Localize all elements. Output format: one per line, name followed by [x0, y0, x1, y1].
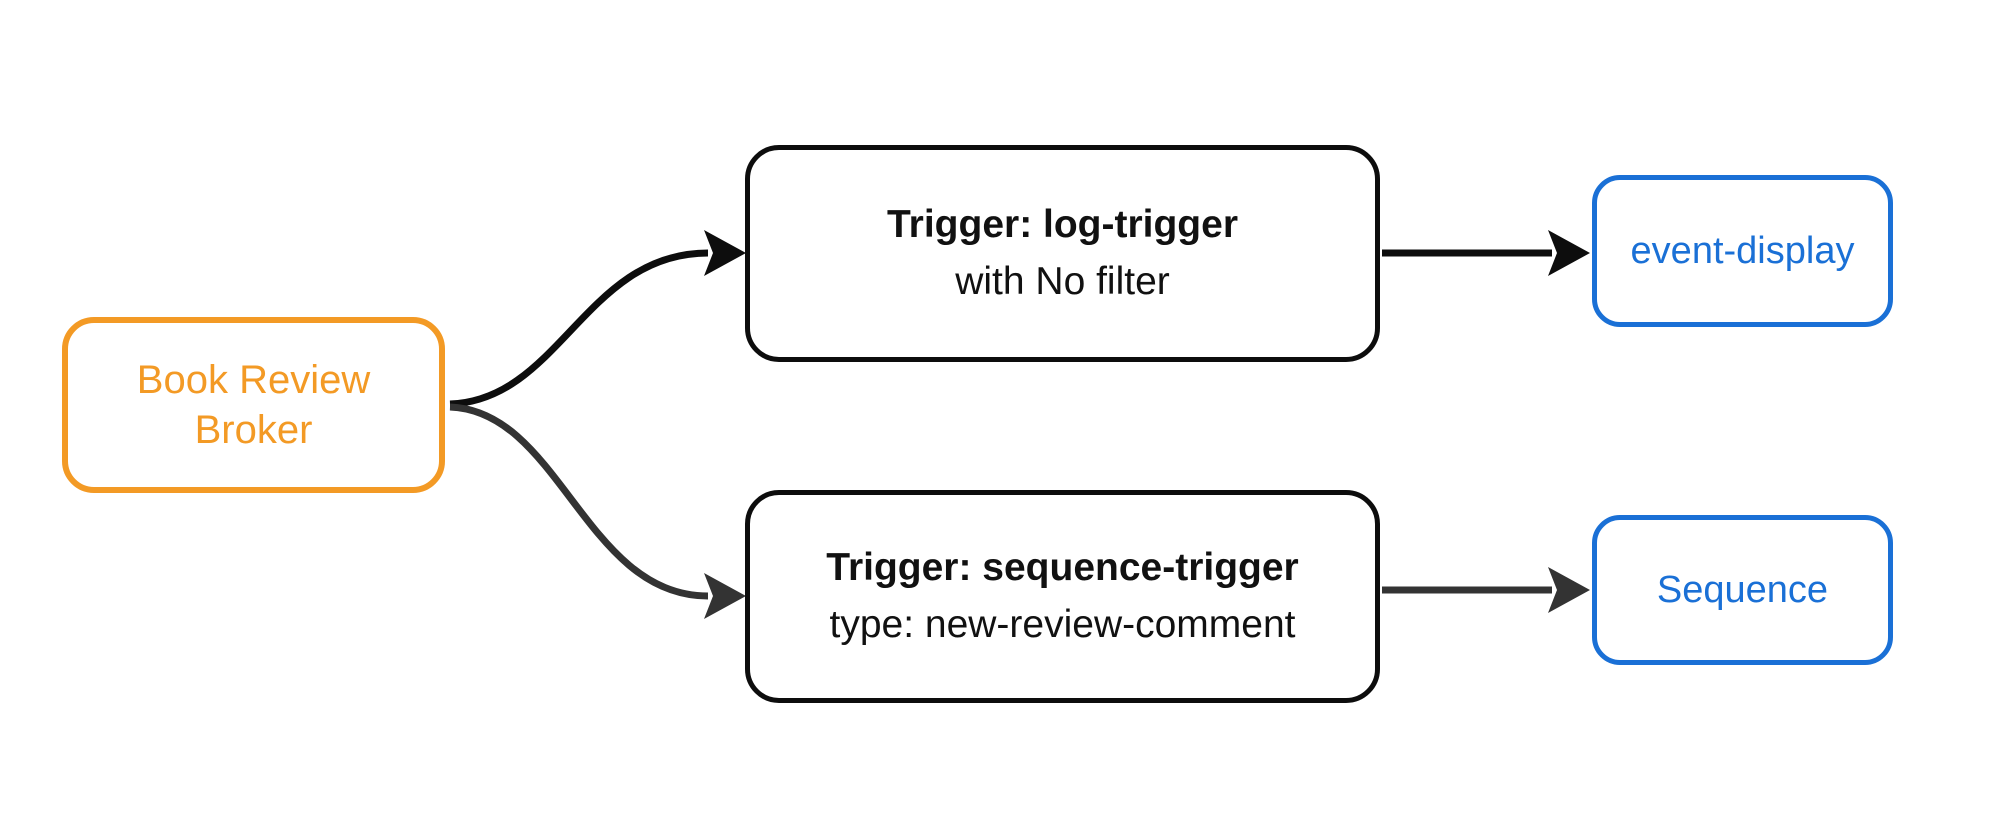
log-trigger-subtitle: with No filter — [955, 259, 1170, 303]
edge-broker-to-sequence-trigger — [449, 403, 709, 600]
node-sequence-trigger: Trigger: sequence-trigger type: new-revi… — [745, 490, 1380, 703]
arrowhead-log-trigger-to-event-display — [1548, 230, 1590, 276]
sequence-label: Sequence — [1656, 568, 1829, 611]
node-sequence: Sequence — [1592, 515, 1893, 665]
sequence-trigger-title: Trigger: sequence-trigger — [826, 545, 1299, 589]
event-display-label: event-display — [1630, 229, 1855, 272]
node-log-trigger: Trigger: log-trigger with No filter — [745, 145, 1380, 362]
node-event-display: event-display — [1592, 175, 1893, 327]
broker-label: Book Review Broker — [136, 358, 371, 452]
log-trigger-title: Trigger: log-trigger — [887, 202, 1238, 246]
arrowhead-broker-to-sequence-trigger — [704, 573, 746, 619]
arrowhead-broker-to-log-trigger — [704, 230, 746, 276]
edge-broker-to-log-trigger — [449, 249, 709, 408]
arrowhead-sequence-trigger-to-sequence — [1548, 567, 1590, 613]
sequence-trigger-subtitle: type: new-review-comment — [829, 602, 1296, 646]
node-book-review-broker: Book Review Broker — [62, 317, 445, 493]
